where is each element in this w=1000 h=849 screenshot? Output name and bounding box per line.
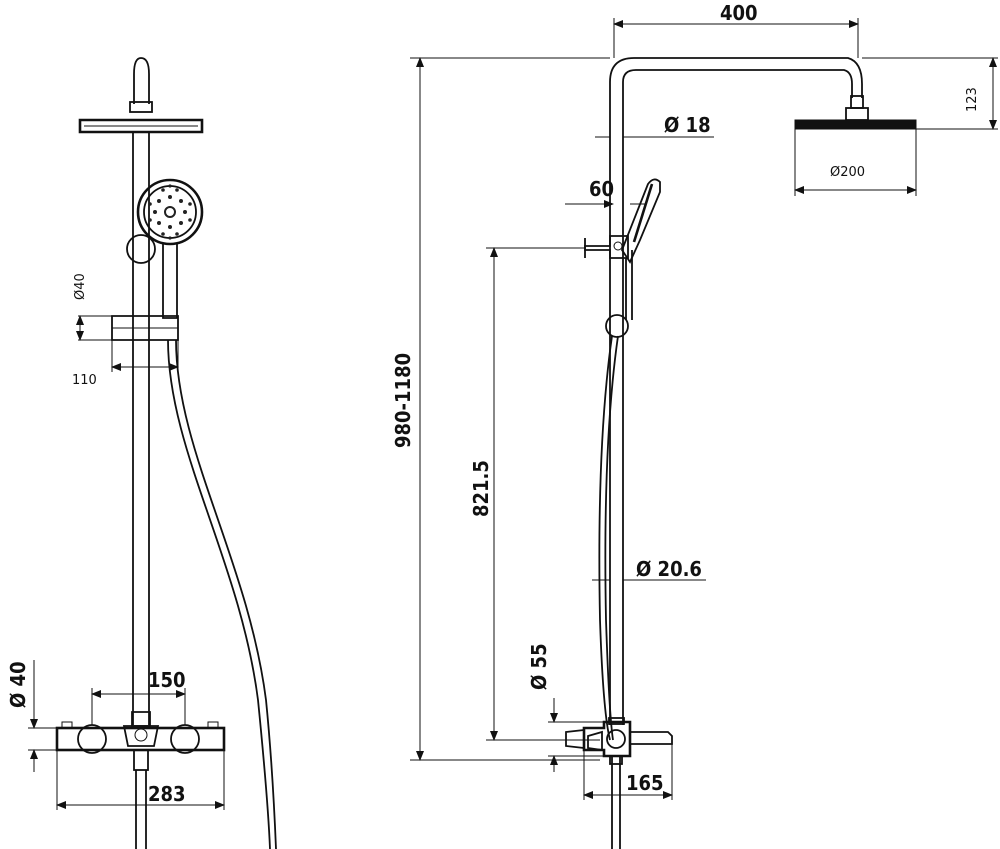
side-dim-head-drop: 123 bbox=[965, 87, 980, 112]
front-dim-bracket-width: 110 bbox=[72, 373, 97, 388]
front-dim-head-dia: Ø40 bbox=[73, 273, 88, 300]
front-hose-inner bbox=[175, 339, 277, 849]
side-spout bbox=[629, 731, 673, 745]
front-hand-shower-handle bbox=[162, 243, 178, 319]
front-slider-knob bbox=[126, 234, 156, 264]
front-dim-valve-centers: 150 bbox=[148, 668, 186, 692]
front-dim-valve-width: 283 bbox=[148, 782, 186, 806]
side-hose bbox=[598, 335, 613, 741]
front-hand-shower-nozzles bbox=[148, 184, 192, 240]
side-dim-valve-body-dia: Ø 55 bbox=[527, 643, 551, 690]
side-dim-holder-height: 821.5 bbox=[469, 460, 493, 517]
front-view: Ø40 110 150 Ø 40 bbox=[6, 57, 277, 849]
side-dim-valve-depth: 165 bbox=[626, 771, 664, 795]
front-dim-valve-dia: Ø 40 bbox=[6, 661, 30, 708]
side-rain-shower-head bbox=[794, 119, 917, 130]
front-hand-shower-head bbox=[136, 178, 204, 246]
front-overhead-head bbox=[78, 118, 204, 134]
side-view: Ø200 123 400 Ø 18 980-1180 bbox=[391, 1, 998, 849]
side-dim-total-height: 980-1180 bbox=[391, 353, 415, 448]
side-dim-head-dia: Ø200 bbox=[830, 165, 865, 180]
front-bottom-outlet bbox=[133, 749, 149, 771]
side-dim-arm-length: 400 bbox=[720, 1, 758, 25]
side-top-arm bbox=[609, 57, 863, 98]
front-head-connector bbox=[129, 101, 153, 113]
side-hand-shower bbox=[620, 178, 661, 264]
side-dim-pipe-dia: Ø 20.6 bbox=[636, 557, 702, 581]
front-top-elbow bbox=[133, 57, 150, 104]
side-valve-body bbox=[582, 720, 632, 758]
side-dim-pipe-top-dia: Ø 18 bbox=[664, 113, 711, 137]
side-dim-holder-offset: 60 bbox=[589, 177, 614, 201]
front-hose-outer bbox=[167, 339, 271, 849]
